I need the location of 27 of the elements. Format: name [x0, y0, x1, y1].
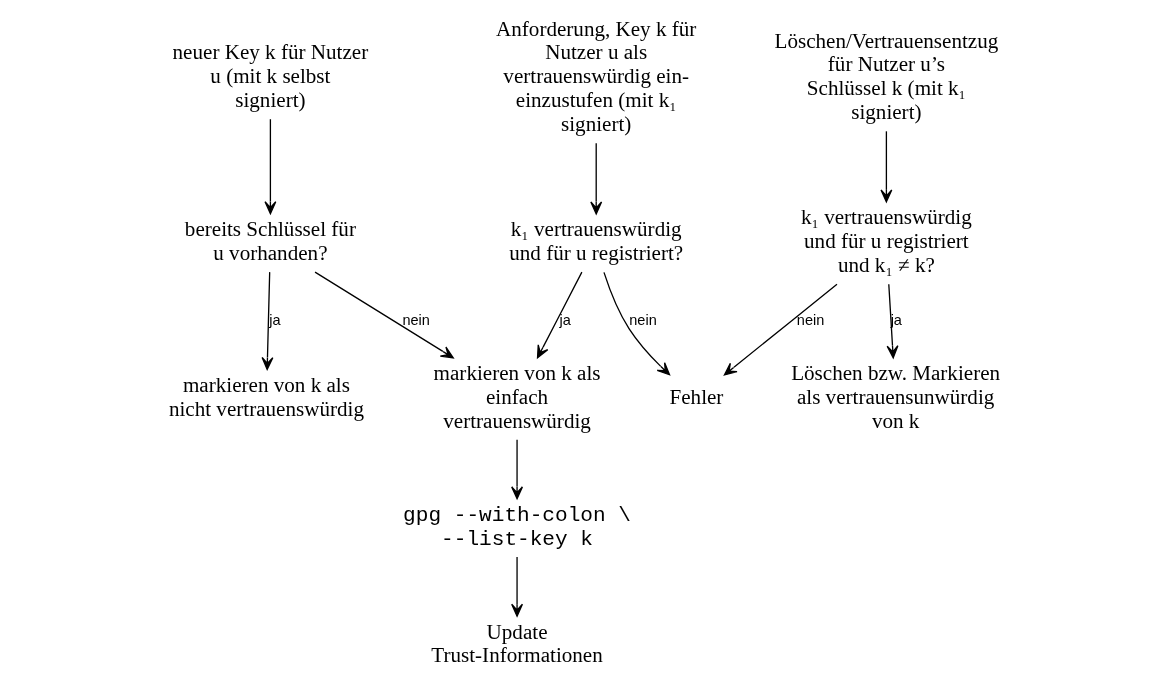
edge-label: nein: [402, 311, 430, 328]
node-text: k₁ vertrauenswürdig und für u registriert?: [509, 217, 684, 265]
arrow: [590, 142, 603, 215]
node-text: neuer Key k für Nutzer u (mit k selbst signiert): [172, 40, 369, 112]
arrow: [511, 439, 524, 500]
edge-label: nein: [796, 311, 825, 328]
node-text: k₁ vertrauenswürdig und für u registriert und k₁ ≠ k?: [801, 205, 972, 277]
node-text: markieren von k als nicht vertrauenswürdig: [168, 372, 364, 421]
arrow: [314, 271, 454, 359]
node-text: gpg --with-colon \ --list-key k: [403, 503, 631, 551]
node-text: Fehler: [669, 384, 724, 409]
arrow: [723, 283, 838, 376]
arrow: [261, 271, 274, 371]
arrow: [264, 118, 277, 215]
node-text: markieren von k als einfach vertrauenswürdig: [433, 361, 601, 433]
arrow: [536, 271, 583, 359]
node-text: bereits Schlüssel für u vorhanden?: [184, 217, 356, 265]
edge-label: ja: [269, 311, 281, 328]
node-text: Update Trust-Informationen: [431, 619, 603, 668]
node-text: Anforderung, Key k für Nutzer u als vertrauenswürdig ein- einzustufen (mit k₁ signiert): [496, 16, 697, 136]
arrow: [880, 130, 893, 203]
arrow: [511, 556, 524, 617]
node-text: Löschen/Vertrauensentzug für Nutzer u’s Schlüssel k (mit k₁ signiert): [774, 28, 999, 124]
edge-label: nein: [629, 311, 657, 328]
arrow: [603, 271, 671, 376]
node-text: Löschen bzw. Markieren als vertrauensunwürdig von k: [791, 361, 1001, 433]
edge-label: ja: [559, 311, 571, 328]
